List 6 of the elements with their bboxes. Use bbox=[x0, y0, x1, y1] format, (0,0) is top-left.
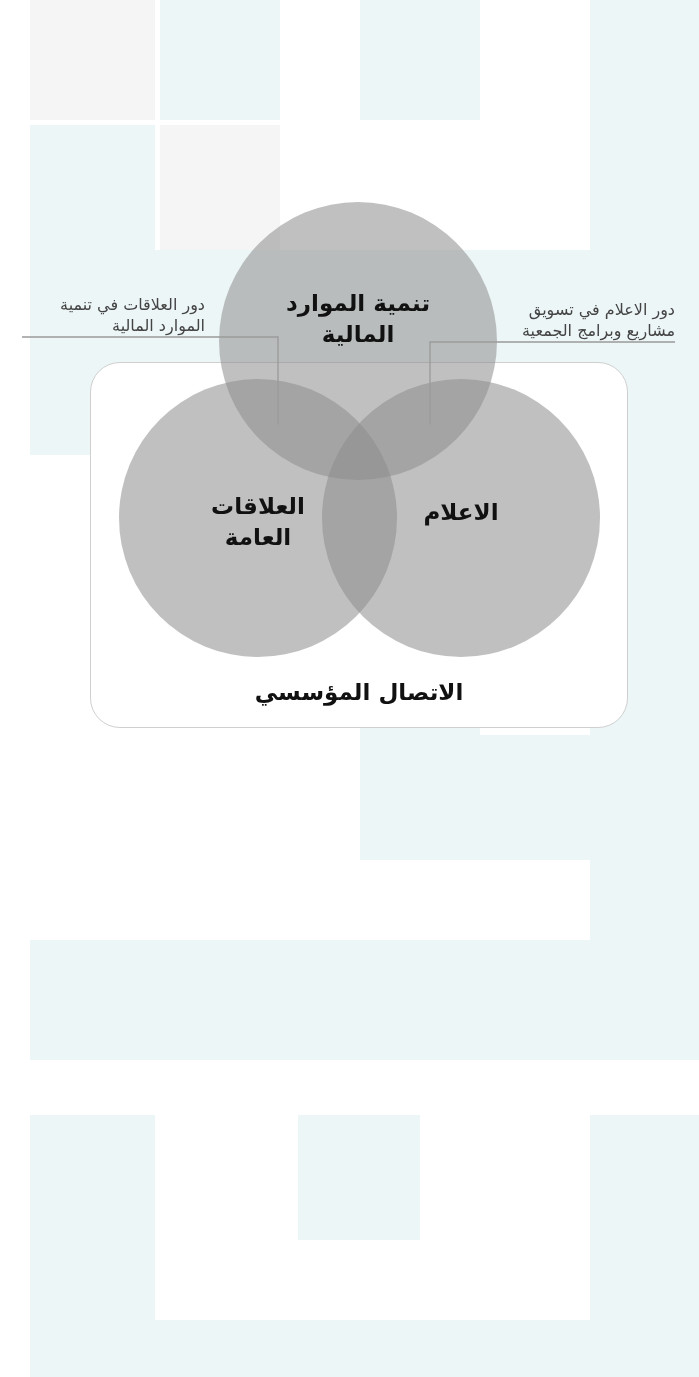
leader-line bbox=[21, 336, 279, 426]
callout-text: دور الاعلام في تسويق مشاريع وبرامج الجمعية bbox=[510, 300, 675, 342]
leader-line bbox=[429, 341, 676, 426]
group-heading: الاتصال المؤسسي bbox=[254, 679, 464, 705]
callout-text: دور العلاقات في تنمية الموارد المالية bbox=[22, 295, 205, 337]
group-box bbox=[90, 362, 628, 728]
